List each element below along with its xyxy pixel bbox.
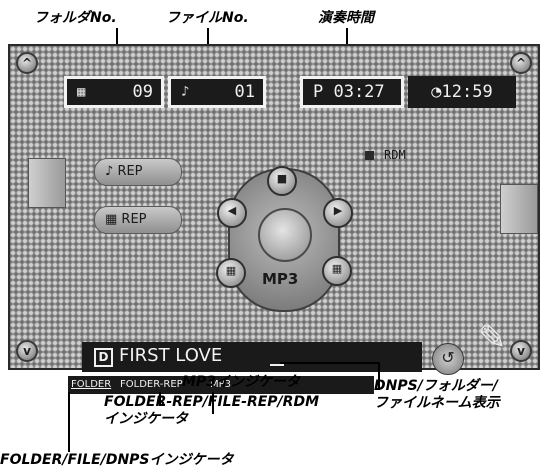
corner-button-icon[interactable]: v [510,340,532,362]
note-icon: ♪ [181,84,190,100]
play-button-icon[interactable]: ■ [267,166,297,196]
indicator-bar [68,376,374,394]
prev-button-icon[interactable]: ◀ [217,198,247,228]
side-tab-right[interactable] [500,184,538,234]
play-time-callout: 演奏時間 [318,10,374,26]
file-number-box: ♪ 01 [168,76,266,108]
name-display-bar [82,342,422,372]
clock: ◔12:59 [408,76,516,108]
display-screen: ^ ^ v v ▦ 09 ♪ 01 P 03:27 ◔12:59 RDM ♪ R… [8,44,540,394]
dnps-mark: D [94,348,113,367]
mode-label: MP3 [262,270,299,288]
folder-down-icon[interactable]: ▦ [216,258,246,288]
play-time-box: P 03:27 [300,76,404,108]
rdm-indicator: RDM [365,148,406,162]
side-tab-left[interactable] [28,158,66,208]
folder-indicator: FOLDER [71,379,112,390]
folder-file-dnps-callout: FOLDER/FILE/DNPSインジケータ [0,452,234,468]
cursor [270,364,284,366]
track-name: FIRST LOVE [119,345,223,366]
folder-rep-indicator: FOLDER-REP [120,379,183,390]
file-number: 01 [234,82,255,102]
folder-icon: ▦ [77,84,86,100]
file-rep-button[interactable]: ♪ REP [94,158,182,186]
corner-button-icon[interactable]: v [16,340,38,362]
play-time: P 03:27 [313,82,385,102]
next-button-icon[interactable]: ▶ [323,198,353,228]
return-icon[interactable]: ↺ [432,343,464,375]
corner-button-icon[interactable]: ^ [16,52,38,74]
folder-rep-button[interactable]: ▦ REP [94,206,182,234]
file-number-callout: ファイルNo. [166,10,249,26]
folder-number-box: ▦ 09 [64,76,164,108]
folder-up-icon[interactable]: ▦ [322,256,352,286]
folder-number-callout: フォルダNo. [34,10,117,26]
dnps-callout: DNPS/フォルダー/ ファイルネーム表示 [374,378,500,411]
folder-number: 09 [132,82,153,102]
folder-rep-callout: FOLDER-REP/FILE-REP/RDM インジケータ [104,394,319,427]
pencil-icon[interactable]: ✎ [478,318,507,358]
knob-center[interactable] [258,208,312,262]
corner-button-icon[interactable]: ^ [510,52,532,74]
mp3-indicator-callout: MP3インジケータ [182,374,300,390]
mp3-indicator: MP3 [210,379,232,390]
